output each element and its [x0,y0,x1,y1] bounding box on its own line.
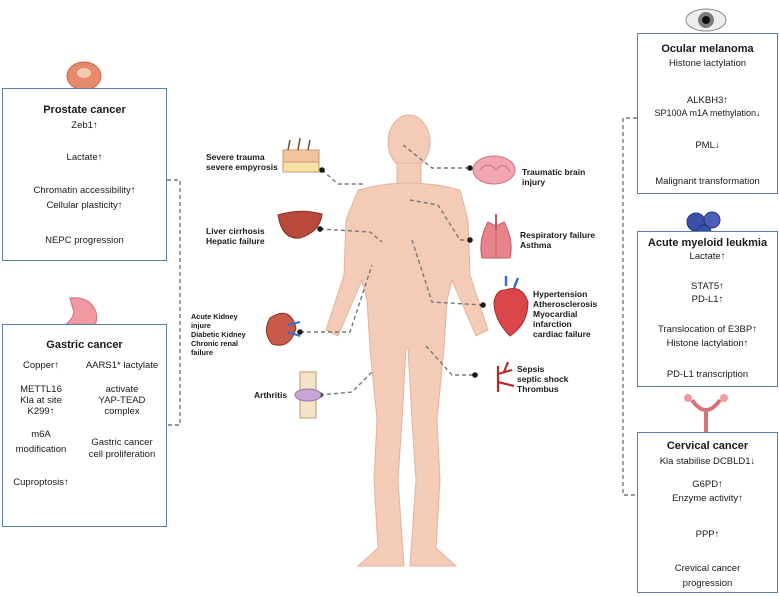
label-line: Atherosclerosis [533,299,598,309]
label-line: septic shock [517,374,569,384]
step: Lactate↑ [66,152,103,163]
step: METTL16 [20,384,62,395]
step: Histone lactylation [668,58,747,69]
brain-icon [472,155,516,185]
label-line: Severe trauma [206,152,265,162]
label-line: Asthma [520,240,552,250]
step: NEPC progression [45,235,124,246]
heart-icon [493,276,529,337]
step: STAT5↑ [691,281,724,292]
step: Cellular plasticity↑ [46,200,123,211]
label-arthritis: Arthritis [254,390,287,400]
label-line: Acute Kidney [191,312,238,321]
step: Translocation of E3BP↑ [658,324,757,335]
skin-icon [282,137,320,173]
label-line: infarction [533,319,572,329]
blood-vessel-icon [496,361,515,392]
panel-title: Ocular melanoma [661,43,754,55]
label-line: injury [522,177,546,187]
label-line: injure [191,321,211,330]
step: Malignant transformation [655,176,760,187]
label-line: Hypertension [533,289,588,299]
knee-joint-icon [294,371,322,419]
step: Lactate↑ [689,251,726,262]
eye-icon [685,8,727,32]
step: Zeb1↑ [71,120,98,131]
label-line: Diabetic Kidney [191,330,246,339]
label-line: Myocardial [533,309,578,319]
label-line: Chronic renal [191,339,239,348]
label-line: Sepsis [517,364,545,374]
panel-title: Acute myeloid leukmia [647,237,768,249]
step: G6PD↑ [692,479,723,490]
kidney-icon [266,312,301,346]
label-line: Hepatic failure [206,236,265,246]
step: cell proliferation [88,449,156,460]
step: progression [682,578,733,589]
step: PPP↑ [695,529,720,540]
panel-title: Prostate cancer [43,104,126,116]
step: PML↓ [695,140,720,151]
step: m6A [31,429,51,440]
step: AARS1* lactylate [85,360,159,371]
label-line: failure [191,348,213,357]
panel-title: Gastric cancer [46,339,123,351]
uterus-icon [684,394,728,432]
label-line: cardiac failure [533,329,591,339]
step: Gastric cancer [91,437,153,448]
step: Kla stabilise DCBLD1↓ [659,456,756,467]
step: SP100A m1A methylation↓ [654,108,761,118]
label-line: Thrombus [517,384,559,394]
ocular-melanoma-panel: Ocular melanoma Histone lactylation ALKB… [637,33,778,194]
cervical-cancer-panel: Cervical cancer Kla stabilise DCBLD1↓ G6… [637,432,778,593]
step: K299↑ [27,406,55,417]
prostate-cancer-panel: Prostate cancer Zeb1↑ Lactate↑ Chromatin… [2,88,167,261]
step: Cuproptosis↑ [13,477,69,488]
label-line: Respiratory failure [520,230,596,240]
step: PD-L1 transcription [666,369,749,380]
step: Chromatin accessibility↑ [33,185,136,196]
step: Enzyme activity↑ [672,493,743,504]
acute-myeloid-leukemia-panel: Acute myeloid leukmia Lactate↑ STAT5↑ PD… [637,231,778,387]
step: Histone lactylation↑ [666,338,749,349]
step: YAP-TEAD [98,395,146,406]
label-line: Traumatic brain [522,167,586,177]
label-line: severe empyrosis [206,162,278,172]
step: activate [105,384,139,395]
label-line: Liver cirrhosis [206,226,265,236]
label-line: Arthritis [254,390,288,400]
lungs-icon [480,214,512,259]
connector-lines [167,117,637,496]
step: complex [104,406,140,417]
step: Kla at site [20,395,62,406]
human-body-figure [325,114,489,567]
panel-title: Cervical cancer [666,440,749,452]
liver-icon [277,210,323,239]
connector-dots [297,165,486,398]
prostate-icon [66,61,102,91]
step: PD-L1↑ [691,294,724,305]
step: Copper↑ [23,360,59,371]
gastric-cancer-panel: Gastric cancer Copper↑ METTL16 Kla at si… [2,324,167,527]
step: ALKBH3↑ [686,95,729,106]
step: modification [15,444,67,455]
step: Crevical cancer [674,563,741,574]
